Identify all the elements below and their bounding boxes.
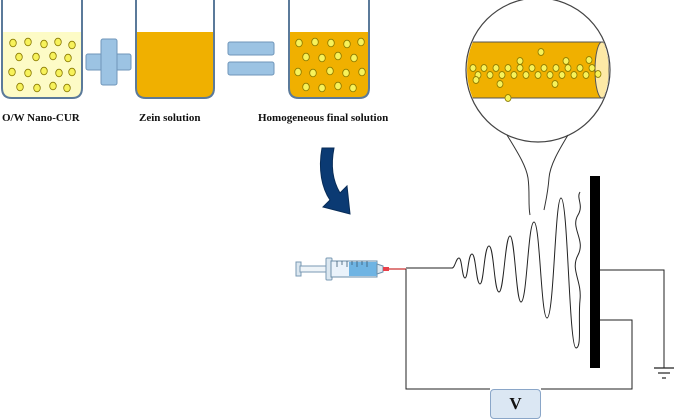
- particle: [486, 71, 494, 79]
- particle: [564, 64, 572, 72]
- particle: [576, 64, 584, 72]
- particle: [357, 37, 365, 47]
- particle: [334, 81, 342, 91]
- beaker-final-solution: [288, 0, 370, 99]
- particle: [68, 40, 76, 50]
- particle: [504, 94, 512, 102]
- particle: [498, 71, 506, 79]
- particle: [40, 39, 48, 49]
- particle: [594, 70, 602, 78]
- particle: [480, 64, 488, 72]
- particle: [33, 83, 41, 93]
- particle: [40, 66, 48, 76]
- label-nano-cur: O/W Nano-CUR: [2, 112, 80, 124]
- particle: [540, 64, 548, 72]
- particle: [54, 37, 62, 47]
- particles: [8, 37, 76, 93]
- syringe-icon: [295, 257, 406, 281]
- particle: [311, 37, 319, 47]
- particle: [327, 38, 335, 48]
- zoom-lines: [506, 134, 569, 216]
- ground-icon: [654, 367, 674, 379]
- particle: [9, 38, 17, 48]
- particle: [49, 51, 57, 61]
- particle: [15, 52, 23, 62]
- particle: [492, 64, 500, 72]
- fiber-particles: [469, 48, 602, 102]
- particle: [349, 83, 357, 93]
- particle: [570, 71, 578, 79]
- particle: [552, 64, 560, 72]
- particle: [334, 51, 342, 61]
- particle: [358, 67, 366, 77]
- equals-icon: [227, 41, 275, 76]
- particle: [516, 57, 524, 65]
- particle: [63, 83, 71, 93]
- particle: [309, 68, 317, 78]
- particle: [551, 80, 559, 88]
- beaker-zein: [135, 0, 215, 99]
- particle: [522, 71, 530, 79]
- circuit-wires: [405, 269, 665, 390]
- particle: [64, 53, 72, 63]
- particle: [16, 82, 24, 92]
- particle: [342, 68, 350, 78]
- beaker-nano-cur: [1, 0, 83, 99]
- particle: [343, 39, 351, 49]
- particle: [55, 68, 63, 78]
- curved-arrow-icon: [319, 147, 351, 215]
- particle: [318, 83, 326, 93]
- particles: [294, 37, 366, 93]
- particle: [472, 76, 480, 84]
- collector-plate: [590, 176, 600, 368]
- label-zein-solution: Zein solution: [139, 112, 201, 124]
- particle: [585, 56, 593, 64]
- particle: [68, 67, 76, 77]
- plus-icon: [85, 38, 132, 86]
- polymer-jet: [406, 191, 581, 349]
- particle: [516, 64, 524, 72]
- particle: [326, 66, 334, 76]
- particle: [528, 64, 536, 72]
- particle: [294, 67, 302, 77]
- particle: [534, 71, 542, 79]
- particle: [469, 64, 477, 72]
- particle: [558, 71, 566, 79]
- particle: [510, 71, 518, 79]
- particle: [350, 53, 358, 63]
- particle: [302, 52, 310, 62]
- particle: [49, 81, 57, 91]
- label-final-solution: Homogeneous final solution: [258, 112, 389, 124]
- particle: [24, 68, 32, 78]
- particle: [32, 52, 40, 62]
- particle: [24, 37, 32, 47]
- particle: [588, 64, 596, 72]
- particle: [302, 82, 310, 92]
- particle: [318, 53, 326, 63]
- particle: [295, 38, 303, 48]
- particle: [546, 71, 554, 79]
- magnifier-circle: [465, 0, 611, 143]
- particle: [537, 48, 545, 56]
- voltage-source: V: [490, 389, 541, 419]
- particle: [562, 57, 570, 65]
- particle: [496, 80, 504, 88]
- particle: [582, 71, 590, 79]
- particle: [8, 67, 16, 77]
- particle: [504, 64, 512, 72]
